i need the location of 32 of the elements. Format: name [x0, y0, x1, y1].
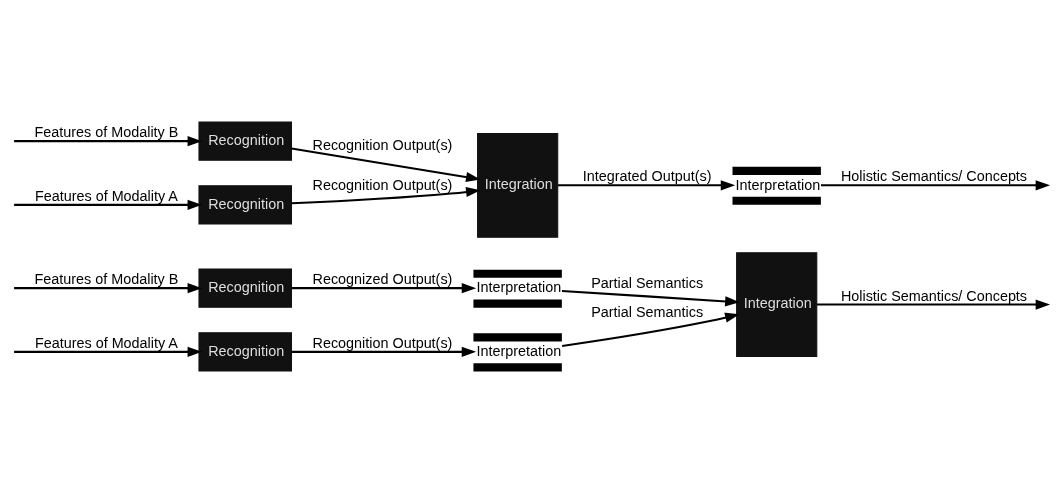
edge-label: Integrated Output(s): [582, 168, 712, 185]
node-box: Integration: [736, 252, 818, 357]
edge-label: Holistic Semantics/ Concepts: [840, 287, 1028, 304]
edge-label: Recognition Output(s): [312, 136, 453, 153]
edge-label: Recognized Output(s): [312, 271, 453, 288]
arrow: [14, 346, 202, 357]
arrow: [558, 180, 736, 191]
arrow: [562, 312, 740, 347]
edge-label: Recognition Output(s): [312, 176, 453, 193]
arrow: [14, 283, 202, 294]
arrow: [14, 136, 202, 147]
node-box: Integration: [477, 132, 559, 238]
arrow: [816, 299, 1051, 310]
edge-label: Features of Modality B: [34, 271, 179, 288]
edge-label: Partial Semantics: [591, 304, 704, 321]
arrow: [821, 180, 1051, 191]
edge-label: Features of Modality A: [34, 187, 178, 204]
edge-label: Recognition Output(s): [312, 334, 453, 351]
edge-label: Partial Semantics: [591, 275, 704, 292]
node-box: Recognition: [198, 268, 292, 308]
arrow: [291, 187, 481, 205]
edge-label: Features of Modality A: [34, 334, 178, 351]
node-box: Recognition: [198, 185, 292, 225]
arrow: [291, 346, 477, 357]
arrow: [291, 147, 481, 183]
node-box: Recognition: [198, 332, 292, 372]
arrow: [561, 289, 740, 307]
node-box: Recognition: [198, 121, 292, 161]
arrow: [291, 283, 477, 294]
arrow: [14, 199, 202, 210]
edge-label: Holistic Semantics/ Concepts: [840, 168, 1028, 185]
edge-label: Features of Modality B: [34, 124, 179, 141]
